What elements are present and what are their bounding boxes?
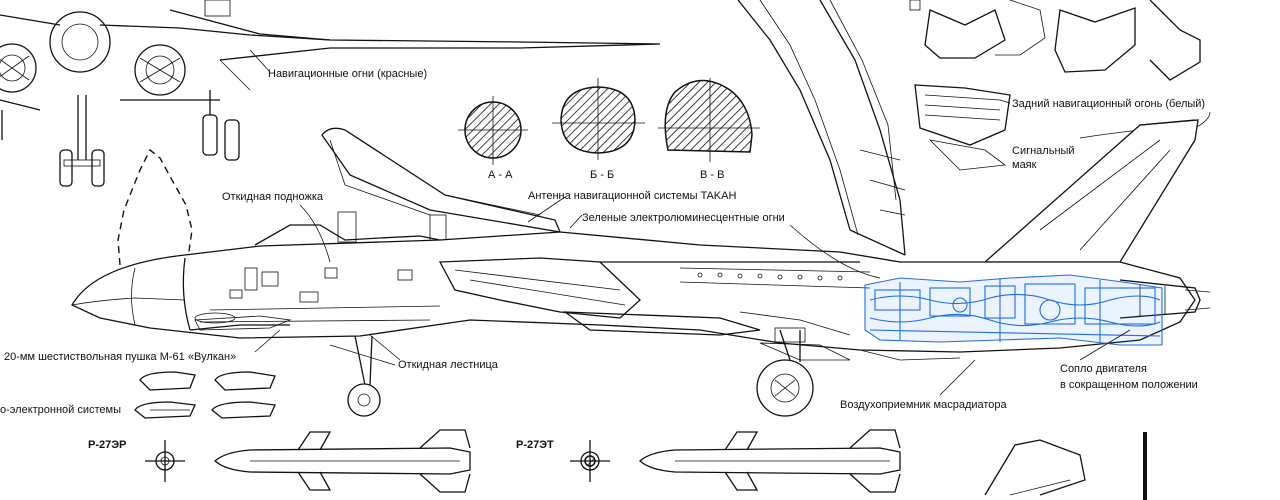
label-oil-intake: Воздухоприемник масрадиатора bbox=[840, 399, 1008, 411]
label-beacon-line2: маяк bbox=[1012, 159, 1037, 171]
tail-fragment bbox=[984, 432, 1147, 500]
engine-highlight bbox=[864, 274, 1163, 346]
label-missile-r27et: Р-27ЭТ bbox=[516, 439, 554, 451]
label-nozzle-line1: Сопло двигателя bbox=[1060, 363, 1147, 375]
label-green-lights: Зеленые электролюминесцентные огни bbox=[582, 212, 785, 224]
dashed-wing-outline bbox=[117, 148, 193, 266]
label-beacon-line1: Сигнальный bbox=[1012, 145, 1075, 157]
label-section-v: В - В bbox=[700, 169, 724, 181]
spine-rivets bbox=[697, 272, 843, 281]
label-fold-ladder: Откидная лестница bbox=[398, 359, 499, 371]
missile-r27et bbox=[570, 429, 901, 493]
label-fold-step: Откидная подножка bbox=[222, 191, 324, 203]
label-nozzle-line2: в сокращенном положении bbox=[1060, 379, 1198, 391]
side-view-aircraft bbox=[71, 119, 1211, 417]
label-rear-nav-light: Задний навигационный огонь (белый) bbox=[1012, 98, 1205, 110]
label-tacan-antenna: Антенна навигационной системы TAKAH bbox=[528, 190, 736, 202]
wing-planform-detail bbox=[737, 0, 1201, 256]
label-section-a: А - А bbox=[488, 169, 513, 181]
missile-r27er bbox=[145, 429, 471, 493]
label-missile-r27er: Р-27ЭР bbox=[88, 439, 126, 451]
label-nav-lights-red: Навигационные огни (красные) bbox=[268, 68, 427, 80]
label-cannon: 20-мм шестиствольная пушка М-61 «Вулкан» bbox=[4, 351, 236, 363]
label-section-b: Б - Б bbox=[590, 169, 614, 181]
label-opto-system: о-электронной системы bbox=[0, 404, 121, 416]
front-view bbox=[0, 0, 661, 266]
cross-sections bbox=[458, 78, 760, 165]
pods bbox=[134, 371, 276, 419]
